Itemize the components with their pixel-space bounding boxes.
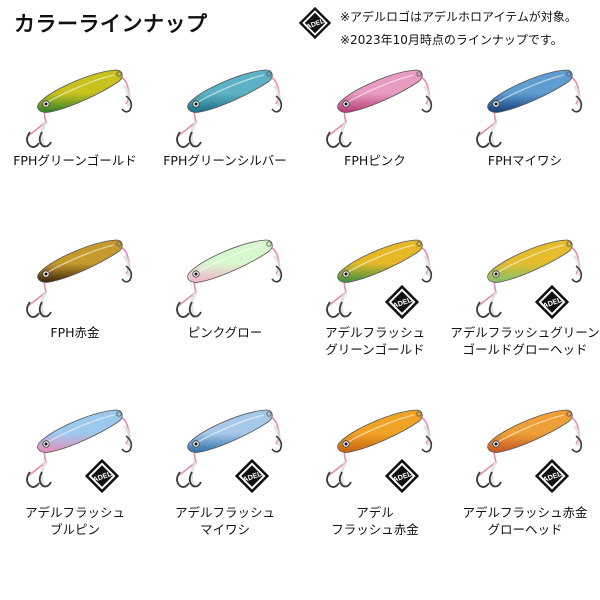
lure-image <box>476 69 583 148</box>
lure-name: ピンクグロー <box>150 324 300 341</box>
assist-hook-rear <box>567 415 583 453</box>
assist-hook-rear <box>267 415 283 453</box>
lure-name-line2: ゴールドグローヘッド <box>462 342 588 357</box>
lure-name: アデルフラッシュグリーンゴールドグローヘッド <box>450 324 600 358</box>
assist-hook-rear <box>117 415 133 453</box>
lure-name: アデルフラッシュ赤金グローヘッド <box>450 504 600 538</box>
lure-name: FPHピンク <box>300 152 450 169</box>
lure-image <box>26 409 133 488</box>
lure-name: FPHグリーンゴールド <box>0 152 150 169</box>
lure-name: アデルフラッシュグリーンゴールド <box>300 324 450 358</box>
adel-logo-icon: ADEL <box>534 458 570 494</box>
lure-image <box>176 239 283 318</box>
adel-logo-icon: ADEL <box>84 458 120 494</box>
assist-hook-front <box>326 269 352 318</box>
lure-name-line1: アデルフラッシュ <box>24 505 125 520</box>
lure-name: FPH赤金 <box>0 324 150 341</box>
lure-card: ピンクグロー <box>150 222 300 407</box>
adel-logo-icon: ADEL <box>298 6 332 40</box>
page-title: カラーラインナップ <box>14 12 208 36</box>
lure-image <box>476 239 583 318</box>
lure-card: FPHマイワシ <box>450 52 600 237</box>
lure-card: アデルフラッシュブルピン ADEL <box>0 392 150 577</box>
lure-name-line1: FPHグリーンシルバー <box>163 153 287 168</box>
lure-image <box>26 239 133 318</box>
lure-name-line2: マイワシ <box>199 522 250 537</box>
lure-name-line2: グローヘッド <box>487 522 563 537</box>
lure-name-line1: FPHピンク <box>344 153 406 168</box>
lure-image <box>26 69 133 148</box>
lure-card: アデルフラッシュグリーンゴールドグローヘッド ADEL <box>450 222 600 407</box>
adel-logo-icon: ADEL <box>384 458 420 494</box>
lure-name-line1: FPH赤金 <box>50 325 100 340</box>
assist-hook-rear <box>567 245 583 283</box>
lure-image <box>476 409 583 488</box>
lure-card: アデルフラッシュグリーンゴールド ADEL <box>300 222 450 407</box>
adel-logo-icon: ADEL <box>234 458 270 494</box>
lure-name-line1: FPHグリーンゴールド <box>13 153 137 168</box>
notes: ※アデルロゴはアデルホロアイテムが対象。 ※2023年10月時点のラインナップで… <box>340 6 577 52</box>
lure-name: FPHグリーンシルバー <box>150 152 300 169</box>
assist-hook-rear <box>117 245 133 283</box>
lure-name-line1: アデルフラッシュ <box>324 325 425 340</box>
assist-hook-rear <box>567 75 583 113</box>
lure-card: アデルフラッシュ赤金グローヘッド ADEL <box>450 392 600 577</box>
assist-hook-front <box>176 269 202 318</box>
lure-name-line1: アデルフラッシュ <box>174 505 275 520</box>
lure-name-line1: FPHマイワシ <box>487 153 563 168</box>
lure-card: アデルフラッシュマイワシ ADEL <box>150 392 300 577</box>
lure-name-line1: ピンクグロー <box>187 325 263 340</box>
assist-hook-rear <box>267 245 283 283</box>
assist-hook-rear <box>417 75 433 113</box>
adel-logo-icon: ADEL <box>534 284 570 320</box>
lure-image <box>326 69 433 148</box>
lure-card: アデルフラッシュ赤金 ADEL <box>300 392 450 577</box>
lure-name-line2: グリーンゴールド <box>325 342 425 357</box>
assist-hook-rear <box>267 75 283 113</box>
lure-card: FPH赤金 <box>0 222 150 407</box>
lure-name-line1: アデル <box>356 505 394 520</box>
assist-hook-front <box>326 439 352 488</box>
lure-image <box>176 69 283 148</box>
assist-hook-rear <box>117 75 133 113</box>
lure-name-line2: ブルピン <box>49 522 100 537</box>
lure-name: FPHマイワシ <box>450 152 600 169</box>
assist-hook-rear <box>417 415 433 453</box>
lure-name-line1: アデルフラッシュグリーン <box>450 325 600 340</box>
lure-image <box>326 409 433 488</box>
lure-name: アデルフラッシュブルピン <box>0 504 150 538</box>
lure-image <box>326 239 433 318</box>
note-date: ※2023年10月時点のラインナップです。 <box>340 33 563 47</box>
lure-name: アデルフラッシュ赤金 <box>300 504 450 538</box>
lure-card: FPHグリーンゴールド <box>0 52 150 237</box>
lure-card: FPHピンク <box>300 52 450 237</box>
lure-name-line1: アデルフラッシュ赤金 <box>462 505 588 520</box>
lure-card: FPHグリーンシルバー <box>150 52 300 237</box>
note-logo: ※アデルロゴはアデルホロアイテムが対象。 <box>340 10 577 24</box>
lure-image <box>176 409 283 488</box>
assist-hook-rear <box>417 245 433 283</box>
lure-name-line2: フラッシュ赤金 <box>331 522 419 537</box>
lure-name: アデルフラッシュマイワシ <box>150 504 300 538</box>
adel-logo-icon: ADEL <box>384 284 420 320</box>
